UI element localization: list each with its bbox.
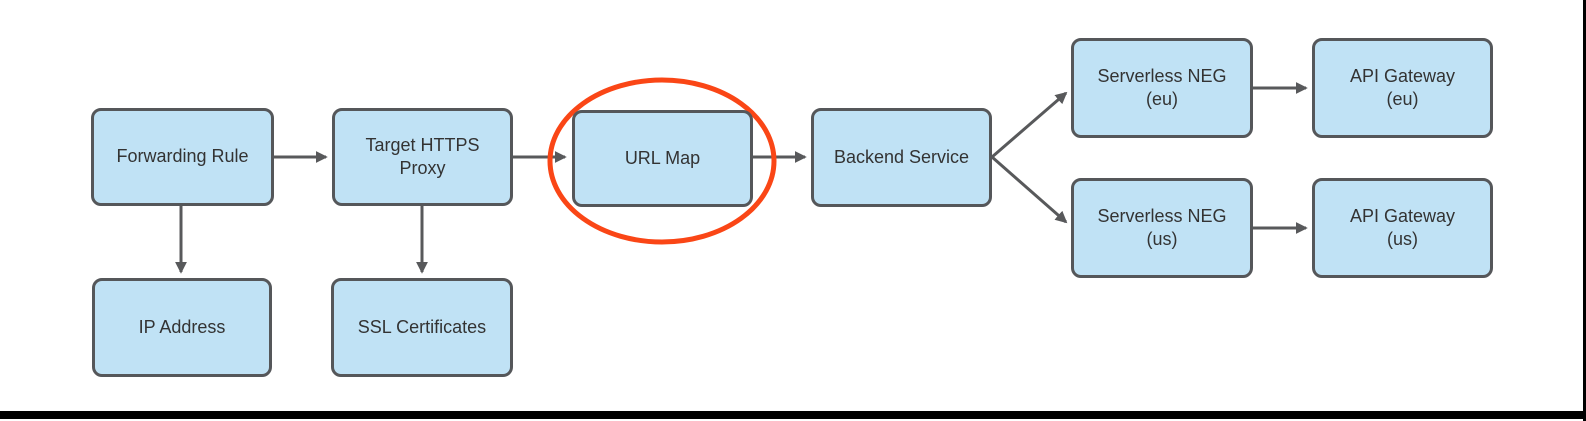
node-serverless-neg-eu: Serverless NEG (eu) — [1071, 38, 1253, 138]
node-label: Target HTTPS Proxy — [365, 134, 480, 178]
node-label: Backend Service — [833, 146, 970, 167]
frame-right-edge — [1583, 0, 1586, 421]
node-api-gateway-eu: API Gateway (eu) — [1312, 38, 1493, 138]
node-api-gateway-us: API Gateway (us) — [1312, 178, 1493, 278]
node-label: API Gateway (eu) — [1349, 65, 1456, 109]
edge-backend-service-to-serverless-neg-us — [991, 155, 1068, 224]
node-label: API Gateway (us) — [1349, 205, 1456, 249]
node-url-map: URL Map — [572, 110, 753, 207]
node-serverless-neg-us: Serverless NEG (us) — [1071, 178, 1253, 278]
node-backend-service: Backend Service — [811, 108, 992, 207]
node-ip-address: IP Address — [92, 278, 272, 377]
frame-bottom-edge — [0, 411, 1586, 419]
node-label: SSL Certificates — [357, 316, 487, 337]
node-ssl-certificates: SSL Certificates — [331, 278, 513, 377]
node-target-https-proxy: Target HTTPS Proxy — [332, 108, 513, 206]
node-forwarding-rule: Forwarding Rule — [91, 108, 274, 206]
node-label: URL Map — [624, 147, 701, 168]
node-label: Serverless NEG (eu) — [1097, 65, 1227, 109]
edge-backend-service-to-serverless-neg-eu — [991, 91, 1068, 159]
node-label: Forwarding Rule — [116, 146, 249, 167]
highlight-ellipse-url-map — [547, 77, 777, 245]
node-label: IP Address — [138, 316, 226, 337]
node-label: Serverless NEG (us) — [1097, 205, 1227, 249]
